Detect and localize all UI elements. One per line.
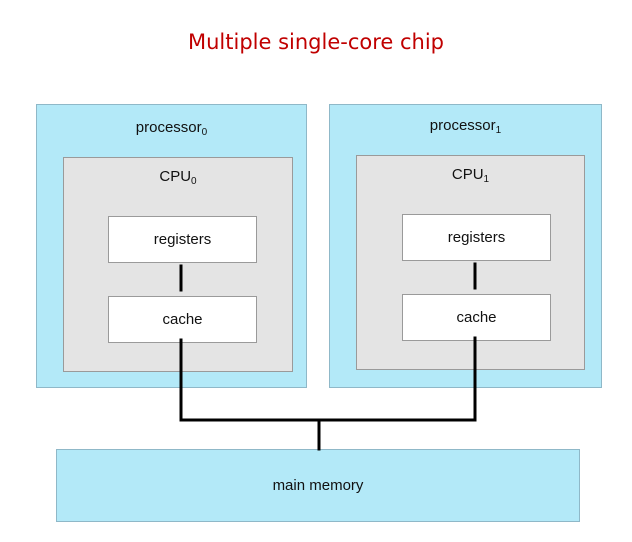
diagram-title: Multiple single-core chip: [187, 30, 445, 54]
cache-0: cache: [108, 296, 257, 343]
processor-1-label: processor1: [429, 117, 502, 136]
cpu-0: CPU0 registers cache: [63, 157, 293, 372]
cpu-1: CPU1 registers cache: [356, 155, 585, 370]
cpu-1-label: CPU1: [451, 166, 490, 185]
main-memory: main memory: [56, 449, 580, 522]
bus-line: [179, 336, 477, 422]
cache-1: cache: [402, 294, 551, 341]
cpu-0-label: CPU0: [159, 168, 197, 187]
processor-1: processor1 CPU1 registers cache: [329, 104, 602, 388]
processor-0: processor0 CPU0 registers cache: [36, 104, 307, 388]
registers-0: registers: [108, 216, 257, 263]
processor-0-label: processor0: [135, 119, 208, 138]
registers-1: registers: [402, 214, 551, 261]
